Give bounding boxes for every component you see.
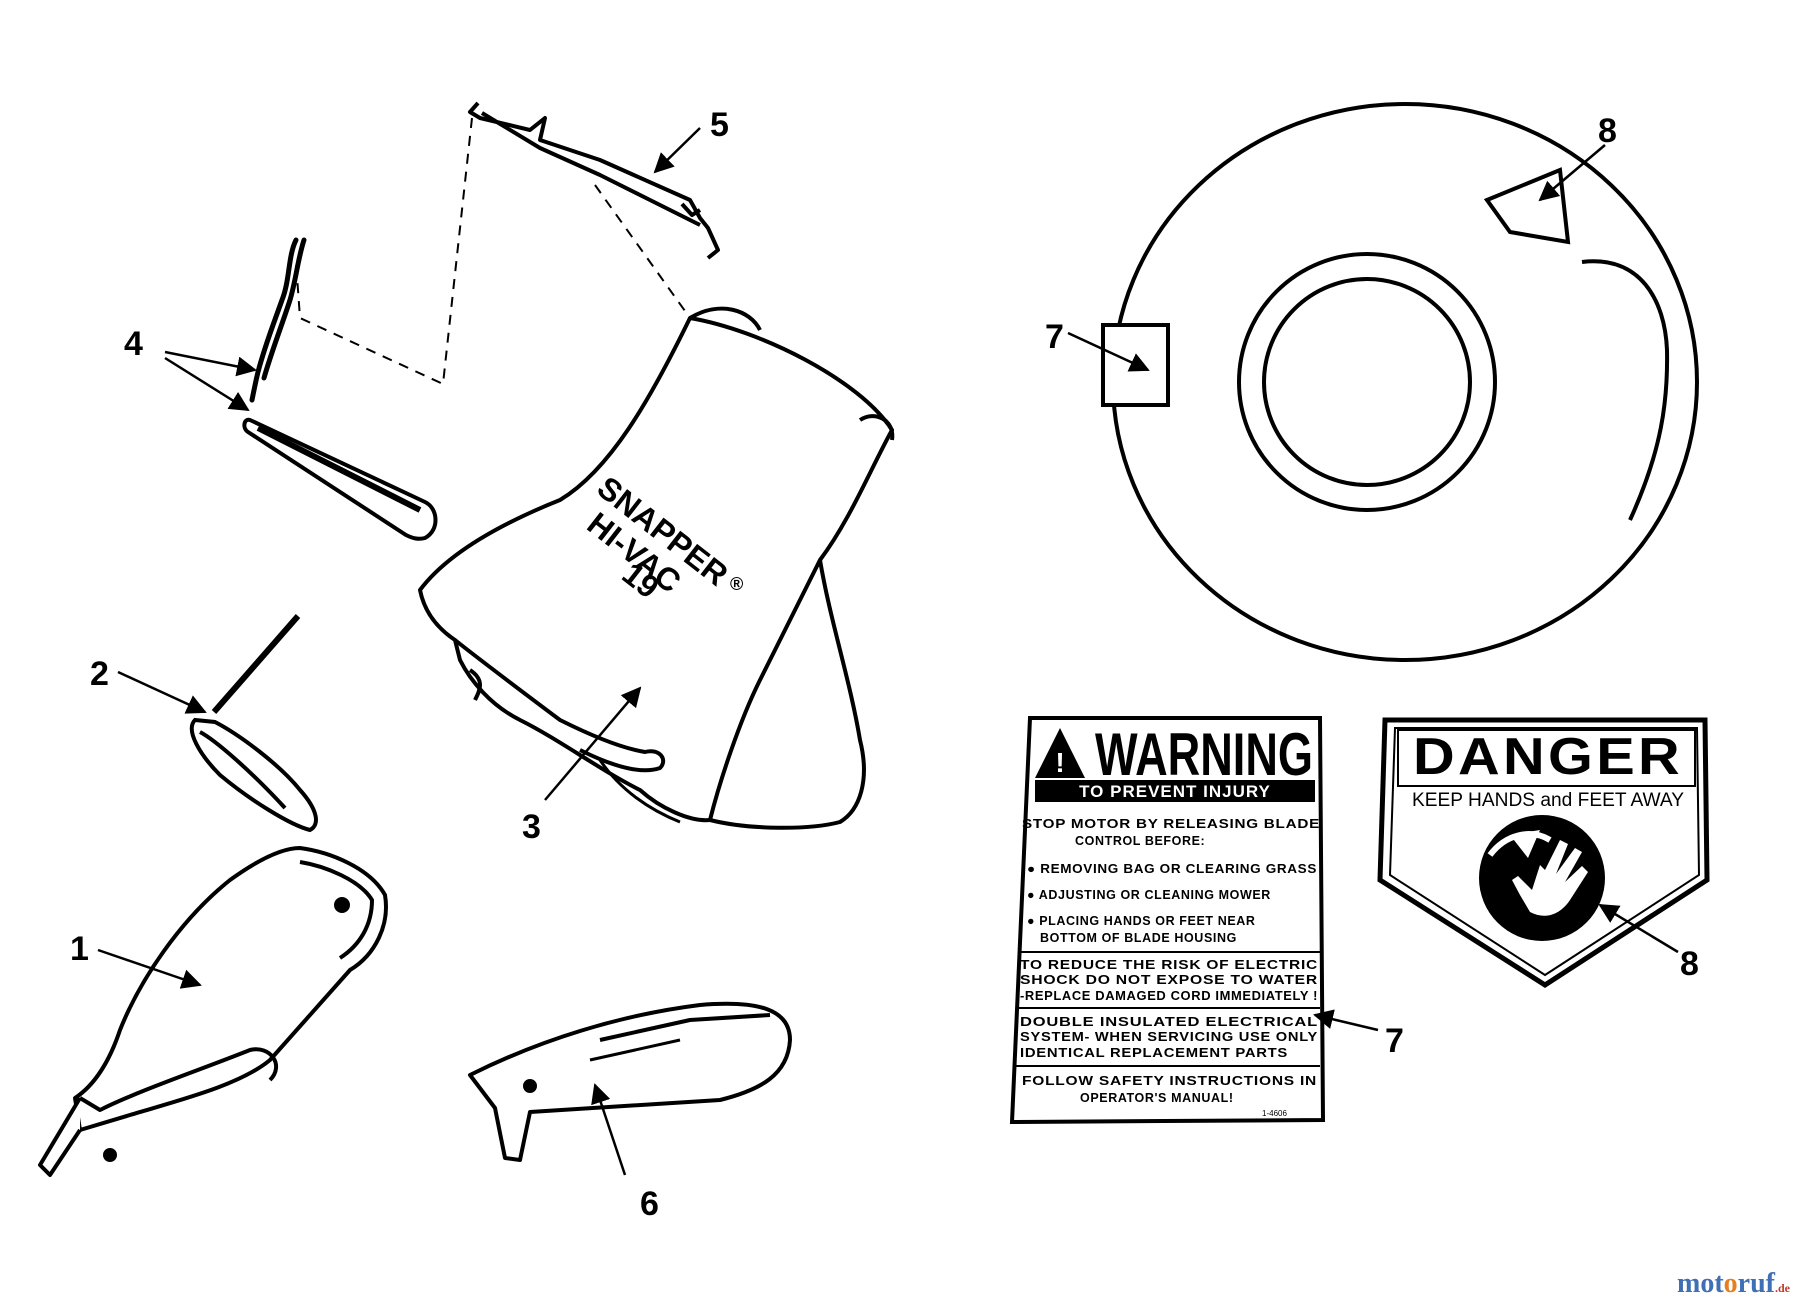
warning-insulation-1: DOUBLE INSULATED ELECTRICAL: [1020, 1015, 1318, 1029]
arrow-part-7-label: [1313, 1009, 1379, 1032]
arrow-part-4a: [164, 350, 257, 377]
callout-part-1: 1: [70, 930, 89, 968]
grass-bag: [418, 306, 895, 830]
callout-part-8-label: 8: [1680, 945, 1699, 983]
warning-bullet-2: ● ADJUSTING OR CLEANING MOWER: [1027, 888, 1271, 902]
warning-insulation-2: SYSTEM- WHEN SERVICING USE ONLY: [1020, 1030, 1318, 1044]
watermark-logo: motoruf.de: [1677, 1268, 1790, 1300]
discharge-chute: [38, 846, 388, 1177]
warning-insulation-3: IDENTICAL REPLACEMENT PARTS: [1020, 1046, 1288, 1060]
callout-arrows: [97, 127, 1679, 1176]
arrow-part-6: [591, 1083, 627, 1176]
warning-bullet-3b: BOTTOM OF BLADE HOUSING: [1040, 931, 1237, 945]
arrow-part-1: [97, 948, 202, 989]
mower-housing: [1101, 102, 1699, 662]
callout-part-7-label: 7: [1385, 1022, 1404, 1060]
danger-decal: DANGER KEEP HANDS and FEET AWAY: [1377, 717, 1710, 988]
dashed-assembly-lines: [295, 117, 691, 386]
arrow-part-8-label: [1598, 903, 1679, 954]
bag-registered-mark: ®: [730, 574, 743, 594]
warning-line-1: STOP MOTOR BY RELEASING BLADE: [1022, 817, 1320, 831]
warning-exclamation-icon: !: [1055, 747, 1064, 778]
arrow-part-8-housing: [1538, 144, 1606, 202]
deflector-shield: [468, 1001, 792, 1162]
warning-line-2: CONTROL BEFORE:: [1075, 834, 1205, 848]
warning-bullet-1: ● REMOVING BAG OR CLEARING GRASS: [1027, 862, 1317, 876]
hand-hazard-icon: [1479, 815, 1605, 941]
warning-shock-3: -REPLACE DAMAGED CORD IMMEDIATELY !: [1020, 989, 1318, 1003]
callout-part-2: 2: [90, 655, 109, 693]
warning-title: WARNING: [1095, 721, 1313, 788]
warning-follow-1: FOLLOW SAFETY INSTRUCTIONS IN: [1022, 1074, 1317, 1088]
arrow-part-7-housing: [1067, 331, 1150, 372]
danger-title: DANGER: [1413, 728, 1683, 786]
callout-part-7-housing: 7: [1045, 318, 1064, 356]
callout-part-5: 5: [710, 106, 729, 144]
warning-shock-1: TO REDUCE THE RISK OF ELECTRIC: [1020, 958, 1318, 972]
bag-adapter-ring: [189, 614, 318, 833]
warning-bullet-3a: ● PLACING HANDS OR FEET NEAR: [1027, 914, 1256, 928]
arrow-part-4b: [164, 356, 250, 412]
callout-part-8-housing: 8: [1598, 112, 1617, 150]
callout-labels: 1 2 3 4 5 6 7 7 8 8: [70, 106, 1699, 1223]
watermark-name-b: o: [1723, 1268, 1738, 1299]
danger-subtitle: KEEP HANDS and FEET AWAY: [1412, 790, 1684, 811]
warning-shock-2: SHOCK DO NOT EXPOSE TO WATER: [1020, 973, 1318, 987]
warning-part-code: 1-4606: [1262, 1109, 1287, 1118]
arrow-part-5: [653, 127, 701, 174]
watermark-name-a: mot: [1677, 1268, 1724, 1299]
watermark-name-c: ruf: [1737, 1268, 1775, 1299]
warning-follow-2: OPERATOR'S MANUAL!: [1080, 1091, 1234, 1105]
callout-part-3: 3: [522, 808, 541, 846]
arrow-part-3: [544, 686, 642, 801]
watermark-tld: .de: [1775, 1281, 1790, 1295]
handle-rod: [242, 417, 438, 541]
warning-decal: ! WARNING TO PREVENT INJURY STOP MOTOR B…: [1009, 716, 1326, 1125]
callout-part-4: 4: [124, 325, 143, 363]
callout-part-6: 6: [640, 1185, 659, 1223]
arrow-part-2: [117, 670, 207, 714]
bag-handle-strap: [249, 237, 307, 403]
warning-subtitle: TO PREVENT INJURY: [1079, 782, 1271, 801]
bag-frame-wire: [468, 101, 720, 260]
